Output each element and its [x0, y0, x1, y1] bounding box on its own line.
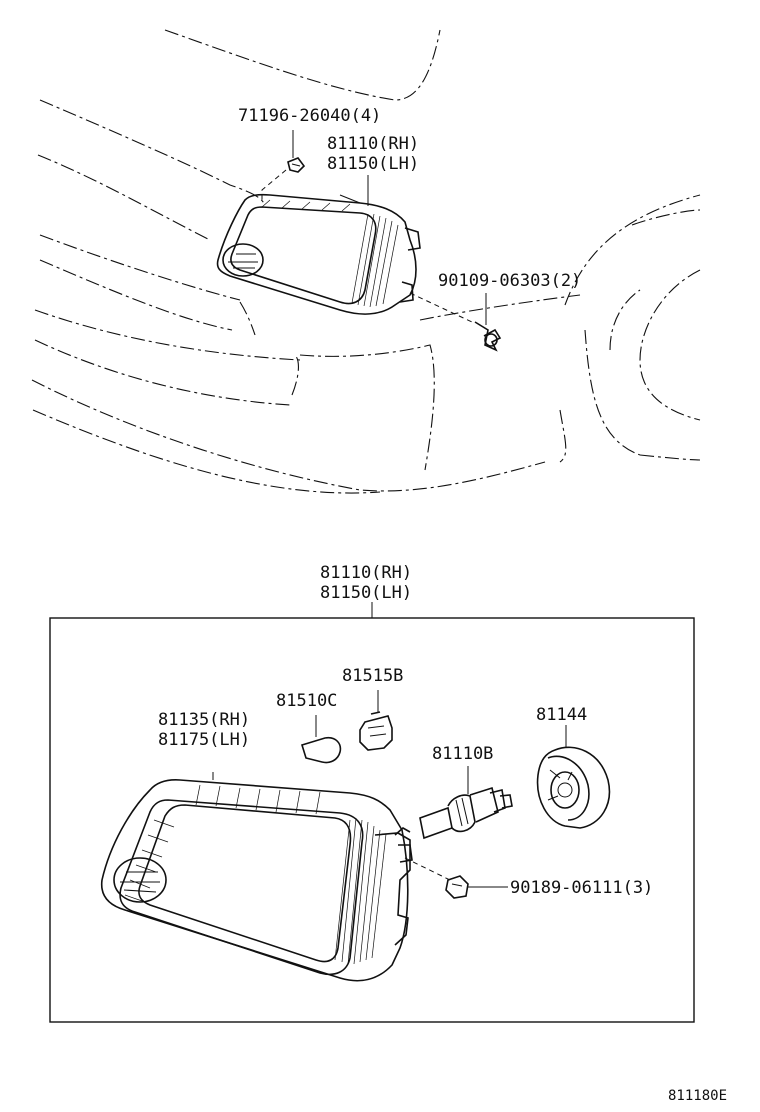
label-unit-rh: 81135(RH)	[158, 710, 250, 730]
label-clip-top: 71196-26040(4)	[238, 106, 381, 126]
label-socket-81515b: 81515B	[342, 666, 403, 686]
diagram-code: 811180E	[668, 1088, 727, 1104]
label-assembly-lh-top: 81150(LH)	[327, 154, 419, 174]
label-bulb-81110b: 81110B	[432, 744, 493, 764]
headlamp-assembly-top-illustration	[216, 193, 421, 315]
screw-top-illustration	[409, 292, 502, 352]
bulb-81110b-illustration	[419, 786, 513, 840]
vehicle-body-outline	[31, 29, 701, 494]
label-nut-90189: 90189-06111(3)	[510, 878, 653, 898]
clip-top-illustration	[261, 157, 306, 200]
label-assembly-rh-box: 81110(RH)	[320, 563, 412, 583]
label-screw-top: 90109-06303(2)	[438, 271, 581, 291]
headlamp-unit-illustration	[100, 772, 413, 982]
label-unit-lh: 81175(LH)	[158, 730, 250, 750]
bulb-81510c-illustration	[300, 736, 342, 764]
exploded-view-frame	[49, 617, 695, 1023]
label-bulb-81510c: 81510C	[276, 691, 337, 711]
socket-81515b-illustration	[359, 711, 393, 751]
cover-81144-illustration	[536, 746, 611, 829]
label-assembly-rh-top: 81110(RH)	[327, 134, 419, 154]
label-cover-81144: 81144	[536, 705, 587, 725]
nut-90189-illustration	[445, 875, 469, 899]
label-assembly-lh-box: 81150(LH)	[320, 583, 412, 603]
